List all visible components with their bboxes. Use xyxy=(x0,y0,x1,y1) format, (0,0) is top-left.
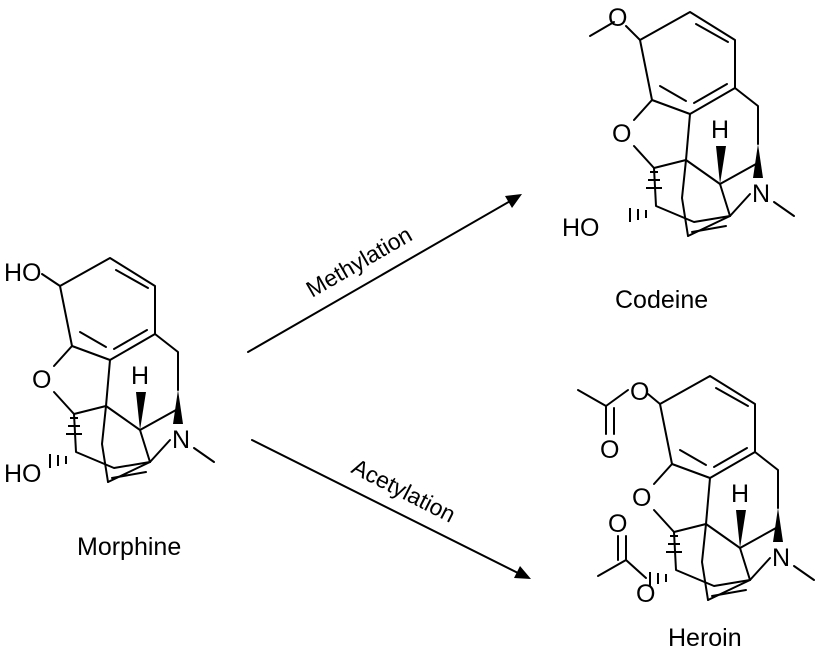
heroin-name: Heroin xyxy=(668,624,742,652)
codeine-alcohol-oh-label: HO xyxy=(562,214,600,242)
heroin-ester-oxygen-1-label: O xyxy=(630,378,649,406)
codeine-hydrogen-label: H xyxy=(711,116,729,144)
codeine-ether-oxygen-label: O xyxy=(608,4,627,32)
methylation-label: Methylation xyxy=(302,221,417,302)
heroin-ring-oxygen-label: O xyxy=(632,484,651,512)
heroin-carbonyl-oxygen-1-label: O xyxy=(600,436,619,464)
morphine-structure: HO O HO H N xyxy=(4,257,215,488)
morphine-hydrogen-label: H xyxy=(131,362,149,390)
codeine-name: Codeine xyxy=(615,286,708,314)
heroin-ester-oxygen-2-label: O xyxy=(636,580,655,608)
heroin-carbonyl-oxygen-2-label: O xyxy=(608,510,627,538)
heroin-structure: O O O O O H N xyxy=(577,375,815,608)
heroin-hydrogen-label: H xyxy=(731,480,749,508)
acetylation-arrow xyxy=(251,439,531,579)
heroin-nitrogen-label: N xyxy=(772,544,790,572)
morphine-nitrogen-label: N xyxy=(172,426,190,454)
morphine-name: Morphine xyxy=(77,533,181,561)
codeine-ring-oxygen-label: O xyxy=(612,120,631,148)
morphine-phenol-oh-label: HO xyxy=(4,259,42,287)
codeine-nitrogen-label: N xyxy=(752,180,770,208)
codeine-structure: O O HO H N xyxy=(562,4,795,242)
morphine-ring-oxygen-label: O xyxy=(32,366,51,394)
methylation-arrow xyxy=(247,194,522,353)
morphine-alcohol-oh-label: HO xyxy=(4,460,42,488)
